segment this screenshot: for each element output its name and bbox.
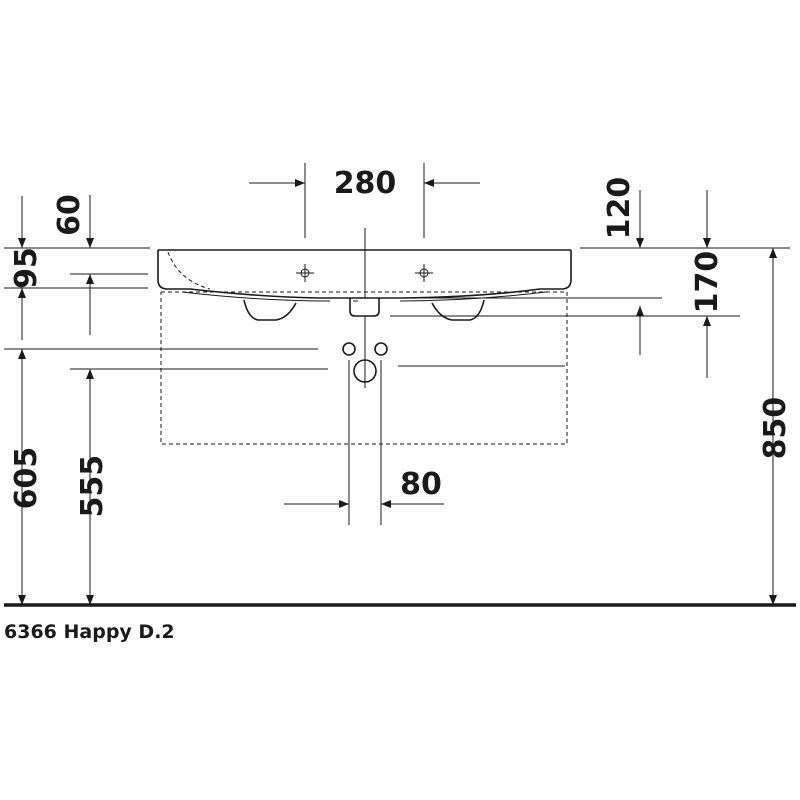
dim-label-60: 60 bbox=[52, 194, 87, 236]
model-caption: 6366 Happy D.2 bbox=[4, 621, 175, 643]
dim-label-170: 170 bbox=[690, 251, 725, 314]
supply-connections bbox=[342, 316, 388, 525]
dim-label-605: 605 bbox=[9, 447, 44, 510]
dim-label-80: 80 bbox=[400, 467, 442, 502]
dim-label-280: 280 bbox=[334, 166, 397, 201]
dimension-arrows bbox=[18, 179, 777, 605]
dim-label-555: 555 bbox=[75, 455, 110, 518]
tap-hole-left bbox=[296, 264, 314, 282]
tap-hole-right bbox=[415, 264, 433, 282]
extension-lines bbox=[4, 163, 790, 370]
dim-label-95: 95 bbox=[9, 247, 44, 289]
dim-label-850: 850 bbox=[758, 397, 793, 460]
vanity-outline bbox=[160, 291, 568, 445]
dim-label-120: 120 bbox=[602, 177, 637, 240]
